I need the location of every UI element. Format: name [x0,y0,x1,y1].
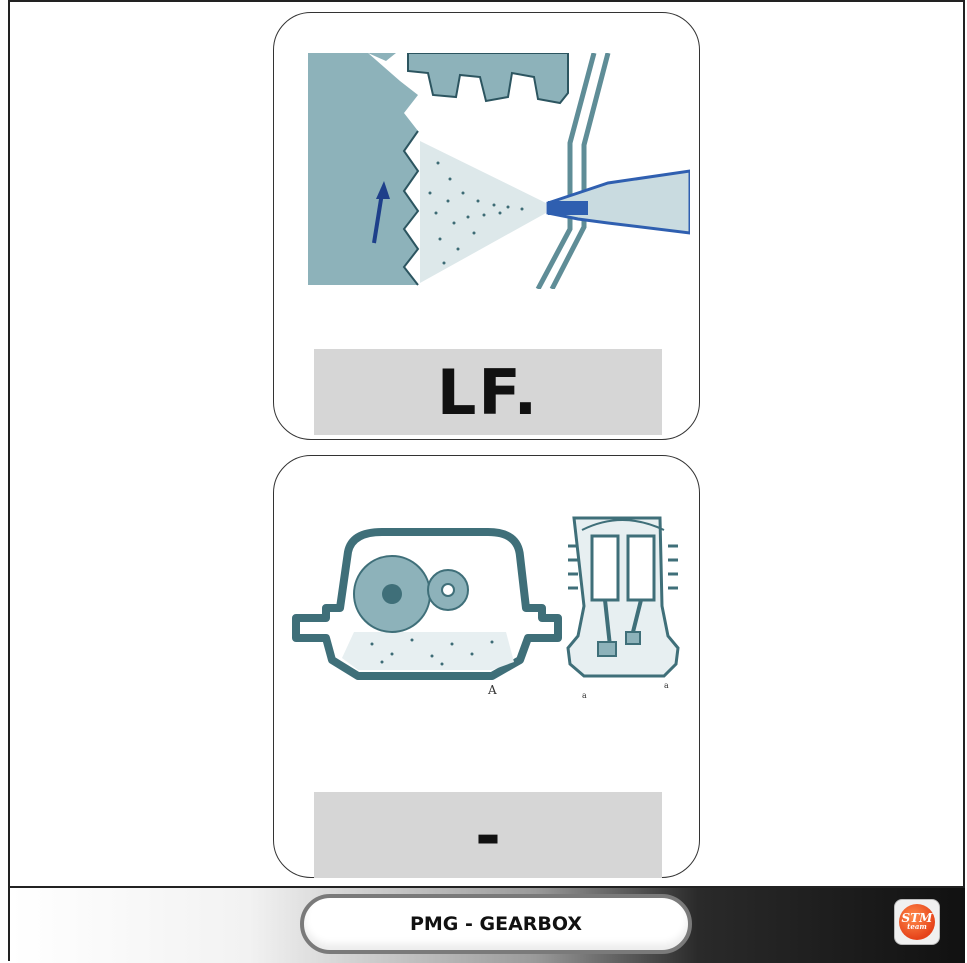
splash-lubrication-card: A a a - [273,455,700,878]
figure-mark-small-a-2: a [664,681,669,690]
figure-mark-a: A [487,683,497,697]
spray-lubrication-card: LF. [273,12,700,440]
stm-team-logo: STM team [894,899,940,945]
logo-text-team: team [907,922,927,932]
splash-lubrication-illustration: A a a [292,516,680,700]
figure-mark-small-a: a [582,691,587,700]
card-label: - [314,792,662,878]
footer-title: PMG - GEARBOX [300,894,692,954]
spray-lubrication-illustration [308,53,690,289]
card-label: LF. [314,349,662,435]
footer-bar: PMG - GEARBOX STM team [10,886,965,963]
logo-badge-icon: STM team [899,904,935,940]
logo-text-stm: STM [901,911,933,926]
